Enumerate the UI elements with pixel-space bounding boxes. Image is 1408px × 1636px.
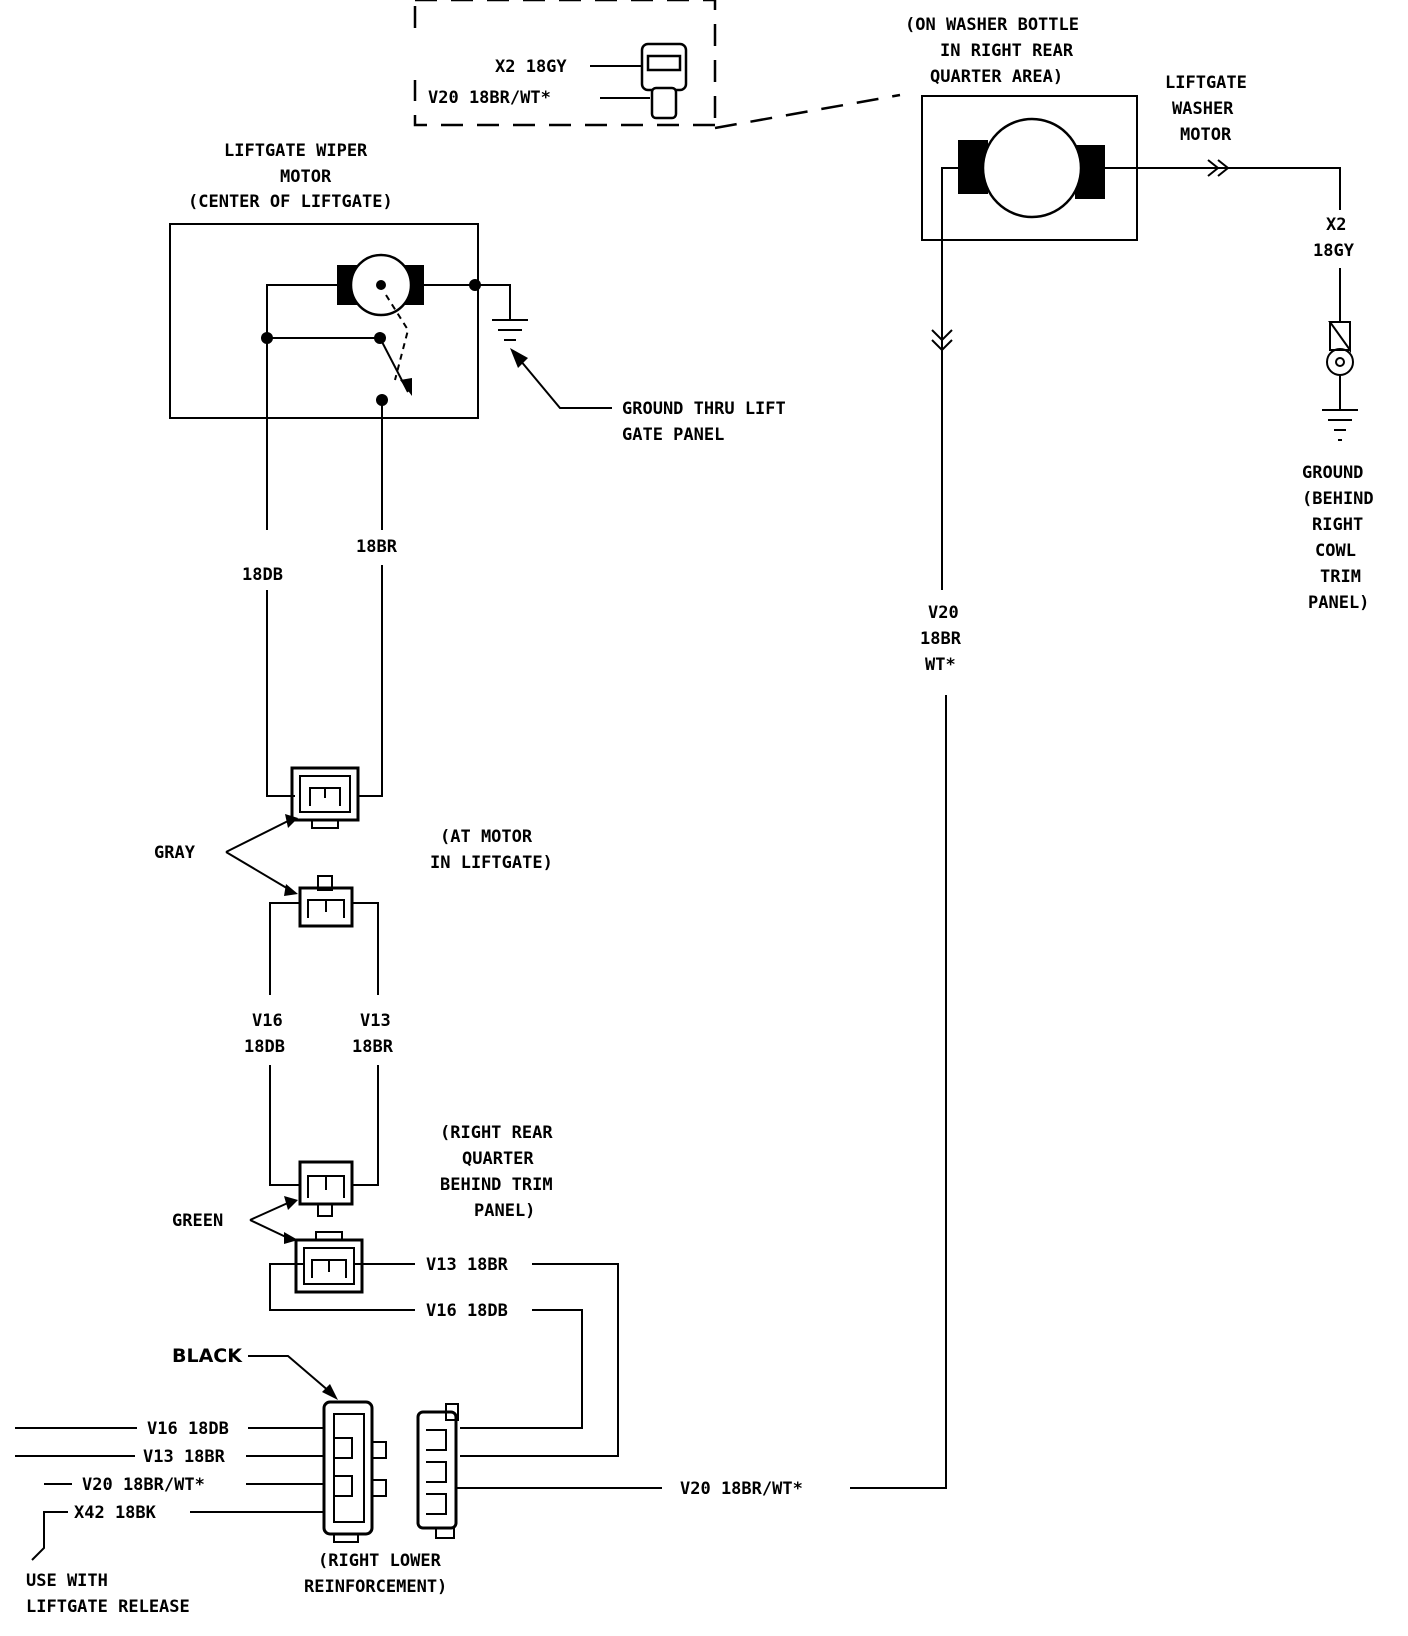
mid-wire-left-1: V16	[252, 1011, 283, 1031]
washer-location-1: (ON WASHER BOTTLE	[905, 15, 1079, 35]
mid-wire-right-1: V13	[360, 1011, 391, 1031]
wiper-ground-1: GROUND THRU LIFT	[622, 399, 786, 419]
washer-v20-line1: V20	[928, 603, 959, 623]
washer-location-3: QUARTER AREA)	[930, 67, 1063, 87]
green-label: GREEN	[172, 1211, 223, 1231]
wiper-title-2: MOTOR	[280, 167, 332, 187]
green-location-1: (RIGHT REAR	[440, 1123, 553, 1143]
black-v20-right: V20 18BR/WT*	[680, 1479, 803, 1499]
green-location-2: QUARTER	[462, 1149, 534, 1169]
wiper-title-1: LIFTGATE WIPER	[224, 141, 368, 161]
washer-title-1: LIFTGATE	[1165, 73, 1247, 93]
green-v16-label: V16 18DB	[426, 1301, 508, 1321]
washer-x2-line1: X2	[1326, 215, 1346, 235]
mid-wire-right-2: 18BR	[352, 1037, 394, 1057]
wiper-wire-right: 18BR	[356, 537, 398, 557]
gray-label: GRAY	[154, 843, 196, 863]
ground-terminal-icon	[1322, 321, 1358, 441]
black-wire-1: V16 18DB	[147, 1419, 229, 1439]
gray-location-1: (AT MOTOR	[440, 827, 533, 847]
gray-connector-top-icon	[290, 766, 360, 829]
wiper-motor-box	[169, 223, 479, 419]
black-label: BLACK	[172, 1345, 243, 1367]
gray-connector-bottom-icon	[298, 875, 354, 928]
black-connector-right-icon	[416, 1403, 459, 1539]
black-wire-3: V20 18BR/WT*	[82, 1475, 205, 1495]
black-note-2: LIFTGATE RELEASE	[26, 1597, 190, 1617]
wiper-ground-2: GATE PANEL	[622, 425, 724, 445]
washer-x2-line2: 18GY	[1313, 241, 1355, 261]
washer-ground-1: GROUND	[1302, 463, 1363, 483]
gray-location-2: IN LIFTGATE)	[430, 853, 553, 873]
mid-wire-left-2: 18DB	[244, 1037, 285, 1057]
green-connector: GREEN (RIGHT REAR QUARTER BEHIND TRIM PA…	[172, 1065, 619, 1457]
black-wire-4: X42 18BK	[74, 1503, 157, 1523]
washer-title-3: MOTOR	[1180, 125, 1232, 145]
washer-v20-line3: WT*	[925, 655, 956, 675]
washer-ground-5: TRIM	[1320, 567, 1361, 587]
washer-motor-icon	[958, 117, 1105, 219]
inset-v20-label: V20 18BR/WT*	[428, 88, 551, 108]
green-connector-bottom-icon	[294, 1231, 364, 1294]
black-note-1: USE WITH	[26, 1571, 108, 1591]
green-location-3: BEHIND TRIM	[440, 1175, 553, 1195]
washer-ground-3: RIGHT	[1312, 515, 1363, 535]
wiper-motor-icon	[337, 253, 424, 317]
washer-location-2: IN RIGHT REAR	[940, 41, 1074, 61]
black-location-1: (RIGHT LOWER	[318, 1551, 442, 1571]
connector-inset: X2 18GY V20 18BR/WT*	[413, 0, 901, 130]
washer-ground-4: COWL	[1315, 541, 1356, 561]
black-connector-left-icon	[322, 1400, 387, 1543]
inset-connector-icon	[640, 42, 688, 120]
inset-x2-label: X2 18GY	[495, 57, 567, 77]
black-connector: BLACK V16 18DB V13 18BR V20 18BR/WT* X42…	[15, 1345, 803, 1617]
wiper-ground-symbol	[492, 319, 528, 341]
green-connector-top-icon	[298, 1160, 354, 1217]
washer-title-2: WASHER	[1172, 99, 1234, 119]
washer-motor: (ON WASHER BOTTLE IN RIGHT REAR QUARTER …	[850, 15, 1374, 1489]
wiper-motor: LIFTGATE WIPER MOTOR (CENTER OF LIFTGATE…	[169, 141, 786, 797]
black-location-2: REINFORCEMENT)	[304, 1577, 447, 1597]
washer-ground-2: (BEHIND	[1302, 489, 1374, 509]
gray-connector: GRAY (AT MOTOR IN LIFTGATE)	[154, 766, 553, 995]
green-v13-label: V13 18BR	[426, 1255, 509, 1275]
washer-v20-line2: 18BR	[920, 629, 962, 649]
wiper-title-3: (CENTER OF LIFTGATE)	[188, 192, 393, 212]
black-wire-2: V13 18BR	[143, 1447, 226, 1467]
wiper-wire-left: 18DB	[242, 565, 283, 585]
green-location-4: PANEL)	[474, 1201, 535, 1221]
washer-ground-6: PANEL)	[1308, 593, 1369, 613]
